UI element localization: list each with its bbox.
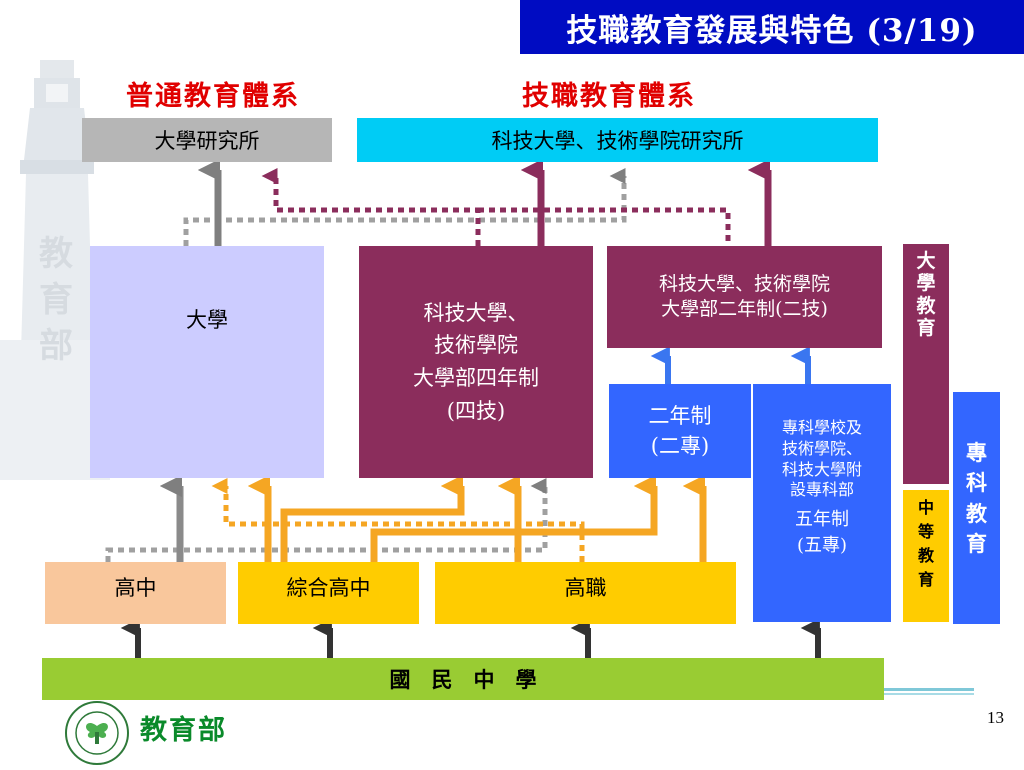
college-5yr-name: 五年制 (五專) (795, 509, 849, 557)
ministry-name: 教育部 (140, 715, 227, 746)
grad-school-box: 大學研究所 (82, 118, 332, 162)
watermark-char: 部 (39, 325, 73, 366)
tech-2yr-box: 科技大學、技術學院 大學部二年制(二技) (607, 246, 882, 348)
senior-high-box: 高中 (45, 562, 226, 624)
junior-college-education-label: 專 科 教 育 (953, 392, 1000, 624)
side-label-char: 教 (916, 294, 936, 317)
vocational-education-heading: 技職教育體系 (522, 81, 696, 112)
arrow-comprehensive-to-4yr (280, 474, 465, 562)
vocational-high-box: 高職 (435, 562, 736, 624)
dotted-arrow-maroon (261, 167, 481, 246)
college-5yr-box: 專科學校及 技術學院、 科技大學附 設專科部 五年制 (五專) (753, 384, 891, 622)
side-label-char: 教 (966, 500, 987, 526)
comprehensive-high-box: 綜合高中 (238, 562, 419, 624)
ministry-logo (62, 700, 132, 766)
watermark-char: 教 (39, 234, 73, 274)
watermark-char: 育 (39, 279, 73, 320)
side-label-char: 育 (966, 531, 987, 557)
side-label-char: 科 (966, 470, 987, 496)
arrow-comprehensive-to-2yr-college (370, 474, 658, 562)
side-label-char: 等 (917, 522, 934, 541)
dotted-arrow-grey (105, 477, 548, 562)
side-label-char: 專 (966, 440, 987, 465)
tech-grad-school-box: 科技大學、技術學院研究所 (357, 118, 878, 162)
higher-education-label: 大 學 教 育 (903, 244, 949, 484)
secondary-education-label: 中 等 教 育 (903, 490, 949, 622)
slide-title: 技職教育發展與特色 (3/19) (520, 0, 1024, 54)
side-label-char: 育 (916, 317, 936, 340)
page-number: 13 (987, 708, 1004, 727)
university-box: 大學 (90, 246, 324, 478)
footer-rule (884, 693, 974, 695)
college-5yr-description: 專科學校及 技術學院、 科技大學附 設專科部 (781, 418, 862, 500)
dotted-arrow-grey (183, 167, 627, 246)
general-education-heading: 普通教育體系 (126, 81, 300, 112)
side-label-char: 大 (916, 250, 936, 272)
junior-high-bar: 國 民 中 學 (42, 658, 884, 700)
watermark-text: 教 育 部 (34, 232, 78, 370)
side-label-char: 教 (917, 546, 934, 565)
dotted-arrow-maroon (478, 207, 731, 246)
footer-rule (884, 688, 974, 691)
dotted-arrow-orange (211, 477, 585, 562)
side-label-char: 學 (916, 272, 936, 295)
tech-4yr-box: 科技大學、 技術學院 大學部四年制 (四技) (359, 246, 593, 478)
college-2yr-box: 二年制 (二專) (609, 384, 751, 478)
side-label-char: 育 (917, 570, 934, 589)
side-label-char: 中 (917, 498, 934, 517)
